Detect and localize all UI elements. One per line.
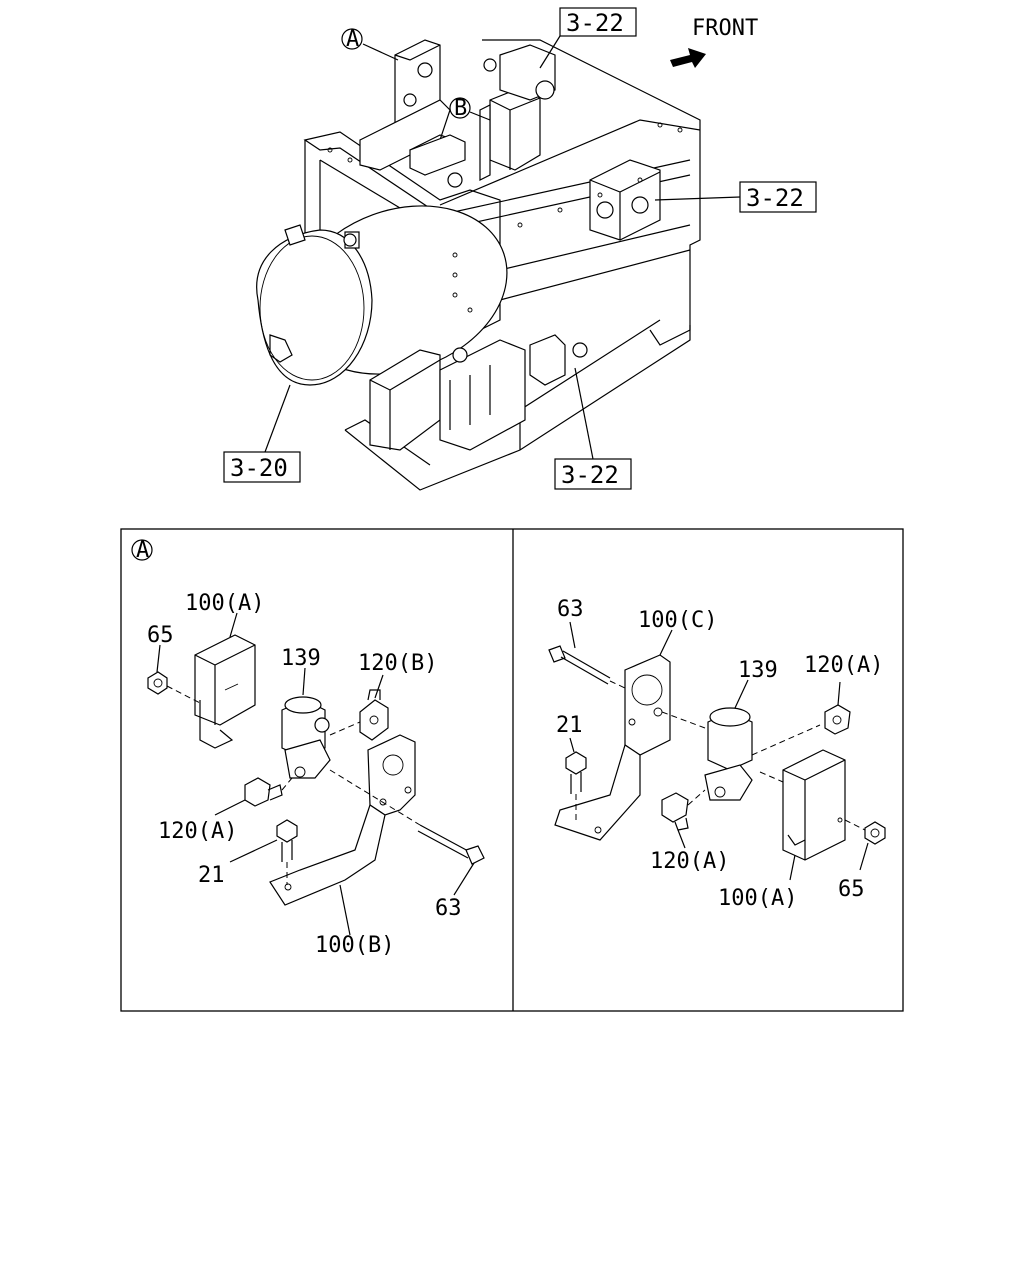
ref-box-bottom[interactable]: 3-22 xyxy=(554,458,632,490)
label-120a-right-top: 120(A) xyxy=(804,653,883,678)
callout-a-detail: A xyxy=(131,538,153,563)
detail-right: 63 100(C) 139 120(A) 21 120(A) 100(A) 65 xyxy=(548,597,886,911)
ref-right-label: 3-22 xyxy=(746,184,804,212)
label-100a-left: 100(A) xyxy=(185,591,264,616)
label-21-left: 21 xyxy=(198,863,225,888)
label-100b-left: 100(B) xyxy=(315,933,394,958)
ref-box-right[interactable]: 3-22 xyxy=(739,181,817,213)
label-120b-left: 120(B) xyxy=(358,651,437,676)
front-arrow-icon xyxy=(670,48,706,68)
front-label: FRONT xyxy=(692,16,758,41)
ref-box-tank[interactable]: 3-20 xyxy=(223,451,301,483)
label-63-left: 63 xyxy=(435,896,462,921)
label-21-right: 21 xyxy=(556,713,583,738)
callout-a-overview: A xyxy=(341,27,363,52)
label-139-right: 139 xyxy=(738,658,778,683)
callout-a-detail-letter: A xyxy=(136,538,149,563)
label-65-left: 65 xyxy=(147,623,174,648)
label-100a-right: 100(A) xyxy=(718,886,797,911)
callout-b-overview: B xyxy=(449,96,471,121)
label-65-right: 65 xyxy=(838,877,865,902)
ref-tank-label: 3-20 xyxy=(230,454,288,482)
detail-panel-frame xyxy=(120,528,904,1012)
front-direction-indicator: FRONT xyxy=(670,16,758,68)
detail-left: A xyxy=(131,538,485,958)
ref-box-top[interactable]: 3-22 xyxy=(559,7,637,37)
callout-b-letter: B xyxy=(454,96,467,121)
label-120a-right-bottom: 120(A) xyxy=(650,849,729,874)
label-100c-right: 100(C) xyxy=(638,608,717,633)
ref-top-label: 3-22 xyxy=(566,9,624,37)
label-63-right: 63 xyxy=(557,597,584,622)
ref-bottom-label: 3-22 xyxy=(561,461,619,489)
label-120a-left: 120(A) xyxy=(158,819,237,844)
callout-a-letter: A xyxy=(346,27,359,52)
chassis-assembly-illustration xyxy=(256,35,741,491)
label-139-left: 139 xyxy=(281,646,321,671)
